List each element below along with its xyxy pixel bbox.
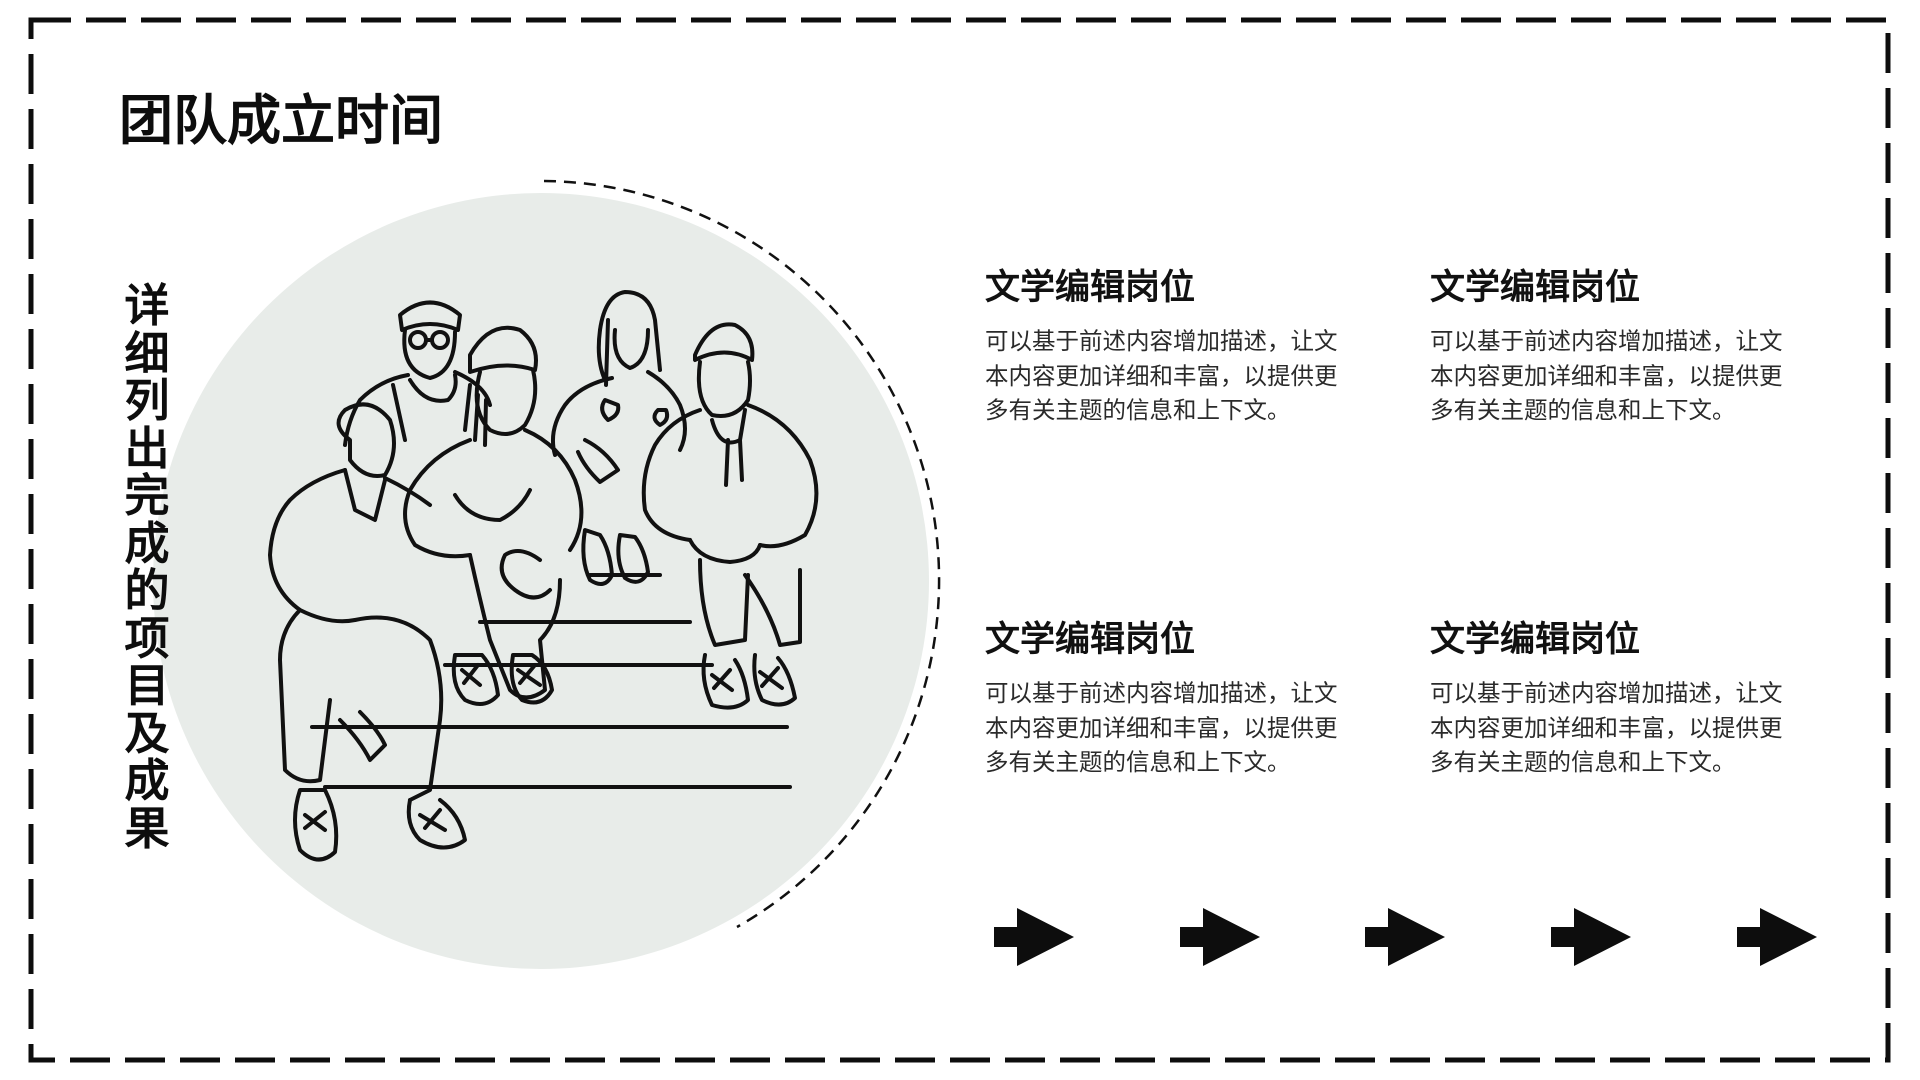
card-heading: 文学编辑岗位: [985, 268, 1196, 308]
arrow-right-icon: [1551, 908, 1631, 966]
arrow-right-icon: [1365, 908, 1445, 966]
card-body: 可以基于前述内容增加描述，让文本内容更加详细和丰富，以提供更多有关主题的信息和上…: [1430, 327, 1783, 424]
info-card-3: 文学编辑岗位 可以基于前述内容增加描述，让文本内容更加详细和丰富，以提供更多有关…: [985, 618, 1385, 780]
info-card-4: 文学编辑岗位 可以基于前述内容增加描述，让文本内容更加详细和丰富，以提供更多有关…: [1430, 618, 1830, 780]
info-card-1: 文学编辑岗位 可以基于前述内容增加描述，让文本内容更加详细和丰富，以提供更多有关…: [985, 266, 1385, 428]
page-title: 团队成立时间: [119, 89, 443, 152]
arrow-right-icon: [1180, 908, 1260, 966]
card-body: 可以基于前述内容增加描述，让文本内容更加详细和丰富，以提供更多有关主题的信息和上…: [985, 679, 1338, 776]
illustration-circle-bg: [153, 193, 929, 969]
vertical-subtitle: 详细列出完成的项目及成果: [124, 279, 170, 855]
arrow-right-icon: [994, 908, 1074, 966]
people-line-art: [268, 290, 819, 862]
info-card-2: 文学编辑岗位 可以基于前述内容增加描述，让文本内容更加详细和丰富，以提供更多有关…: [1430, 266, 1830, 428]
card-heading: 文学编辑岗位: [985, 620, 1196, 660]
card-heading: 文学编辑岗位: [1430, 620, 1641, 660]
card-body: 可以基于前述内容增加描述，让文本内容更加详细和丰富，以提供更多有关主题的信息和上…: [1430, 679, 1783, 776]
card-body: 可以基于前述内容增加描述，让文本内容更加详细和丰富，以提供更多有关主题的信息和上…: [985, 327, 1338, 424]
dashed-arc: [543, 179, 941, 929]
arrow-right-icon: [1737, 908, 1817, 966]
card-heading: 文学编辑岗位: [1430, 268, 1641, 308]
